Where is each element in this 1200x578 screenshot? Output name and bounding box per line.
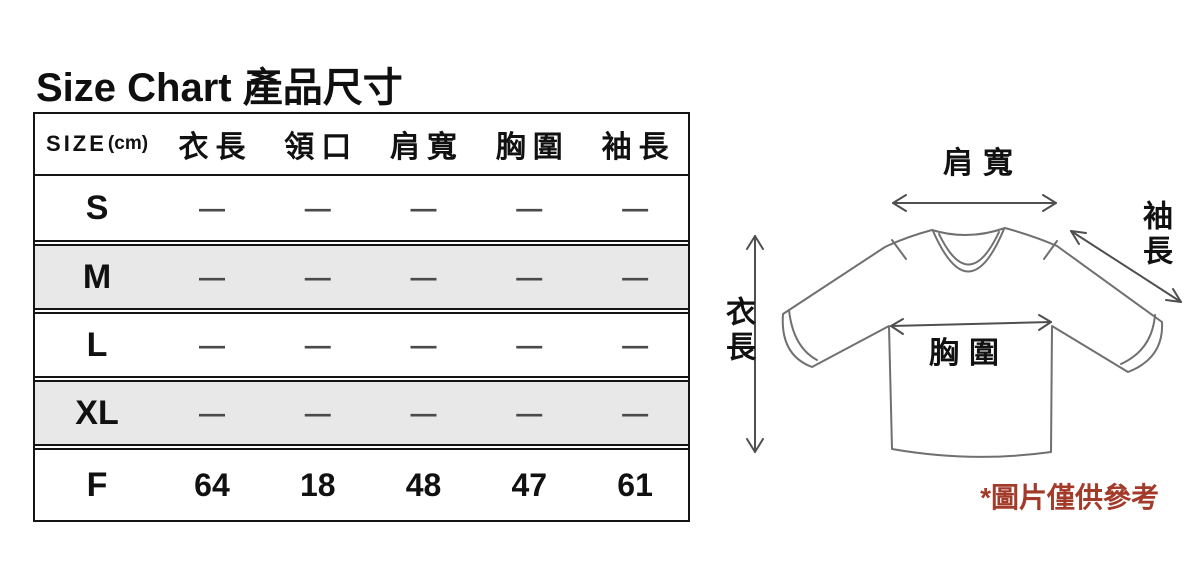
table-row-s: S — — — — — [35, 176, 688, 242]
cell-value: — [198, 329, 225, 360]
header-neck: 領口 [284, 131, 359, 164]
cell-value: 61 [617, 466, 653, 503]
size-chart-table: SIZE(cm) 衣長 領口 肩寬 胸圍 袖長 S — — — — — M — … [33, 112, 690, 522]
header-size-label: SIZE [46, 131, 107, 156]
page-title: Size Chart 產品尺寸 [36, 65, 403, 110]
size-label: L [86, 325, 108, 364]
body-length-label: 衣長 [721, 296, 754, 366]
table-row-xl: XL — — — — — [35, 380, 688, 446]
cell-value: — [622, 397, 649, 428]
size-label: F [86, 465, 108, 504]
cell-value: 64 [194, 466, 230, 503]
table-row-m: M — — — — — [35, 244, 688, 310]
sleeve-length-label: 袖長 [1138, 200, 1171, 270]
cell-value: 18 [299, 466, 336, 503]
cell-value: — [304, 329, 331, 360]
shirt-drawing [746, 194, 1182, 458]
header-chest: 胸圍 [495, 131, 570, 164]
cell-value: — [410, 397, 437, 428]
header-size: SIZE(cm) [35, 131, 159, 157]
right-seam-tick [1043, 240, 1058, 260]
left-cuff-line [788, 309, 818, 361]
header-shoulder: 肩寬 [390, 131, 465, 164]
header-size-unit: (cm) [107, 133, 149, 154]
shirt-outline [781, 227, 1164, 458]
cell-value: — [622, 329, 649, 360]
collar-inner-arc [938, 231, 1000, 266]
cell-value: — [304, 192, 331, 223]
table-row-l: L — — — — — [35, 312, 688, 378]
cell-value: — [516, 261, 543, 292]
cell-value: — [410, 192, 437, 223]
size-label: S [85, 188, 109, 227]
size-label: M [82, 257, 112, 296]
cell-value: — [516, 192, 543, 223]
table-row-f: F 64 18 48 47 61 [35, 448, 688, 520]
cell-value: — [304, 397, 331, 428]
right-cuff-line [1120, 314, 1156, 365]
shoulder-width-arrow [892, 194, 1057, 212]
cell-value: — [304, 261, 331, 292]
shirt-measurement-diagram: 肩寬 袖長 衣長 胸圍 *圖片僅供參考 [700, 100, 1200, 560]
left-seam-tick [891, 239, 907, 260]
cell-value: — [198, 397, 225, 428]
body-length-arrow [746, 235, 764, 453]
header-sleeve: 袖長 [601, 131, 676, 164]
chest-width-label: 胸圍 [929, 337, 1009, 370]
chest-width-arrow [890, 314, 1052, 335]
cell-value: — [622, 261, 649, 292]
table-header-row: SIZE(cm) 衣長 領口 肩寬 胸圍 袖長 [35, 114, 688, 176]
collar-outer-arc [932, 228, 1005, 273]
size-label: XL [75, 393, 119, 432]
cell-value: — [198, 192, 225, 223]
cell-value: — [410, 261, 437, 292]
header-body-length: 衣長 [178, 131, 253, 164]
cell-value: 48 [405, 466, 442, 503]
cell-value: — [622, 192, 649, 223]
cell-value: — [410, 329, 437, 360]
cell-value: — [516, 397, 543, 428]
cell-value: 47 [511, 466, 548, 503]
sleeve-length-arrow [1070, 230, 1182, 303]
cell-value: — [516, 329, 543, 360]
measurement-arrows [746, 194, 1182, 453]
cell-value: — [198, 261, 225, 292]
shoulder-width-label: 肩寬 [943, 147, 1023, 180]
reference-note: *圖片僅供參考 [980, 482, 1159, 513]
